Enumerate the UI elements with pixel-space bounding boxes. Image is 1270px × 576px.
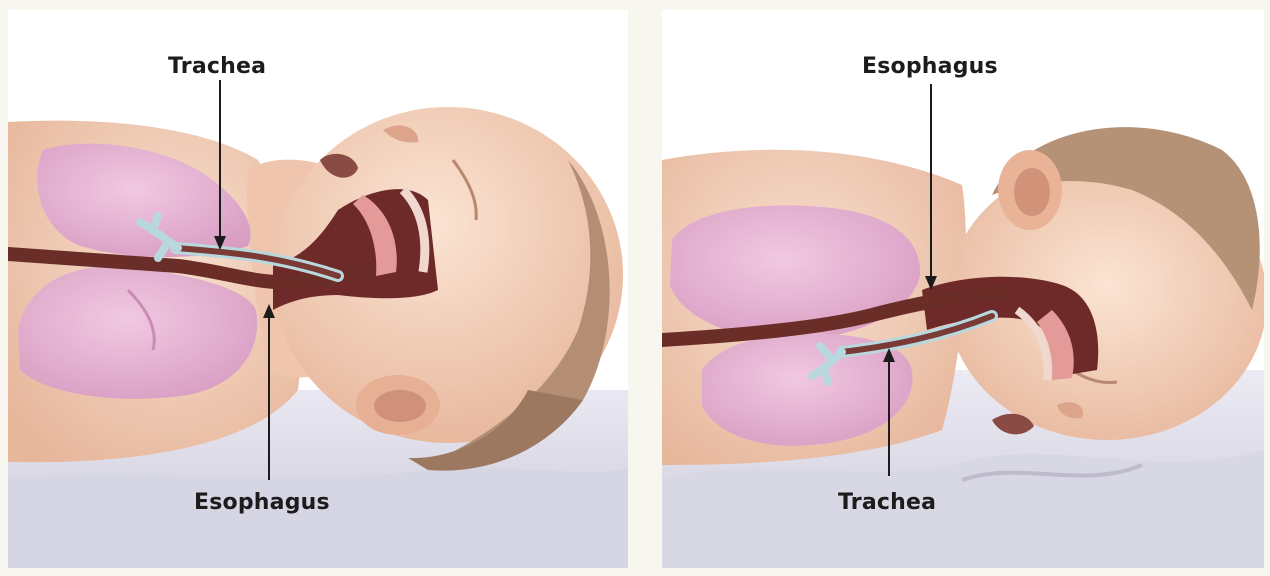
trachea-label: Trachea	[838, 490, 936, 515]
prone-infant-illustration: Esophagus Trachea	[662, 10, 1264, 568]
supine-infant-illustration: Trachea Esophagus	[8, 10, 628, 568]
sheet-fold	[8, 468, 628, 568]
prone-infant-drawing	[662, 10, 1264, 568]
ear-inner	[1014, 168, 1050, 216]
esophagus-label: Esophagus	[194, 490, 330, 515]
trachea-label: Trachea	[168, 54, 266, 79]
esophagus-label: Esophagus	[862, 54, 998, 79]
supine-infant-drawing	[8, 10, 628, 568]
ear-inner	[374, 390, 426, 422]
lung-lower	[18, 266, 257, 399]
